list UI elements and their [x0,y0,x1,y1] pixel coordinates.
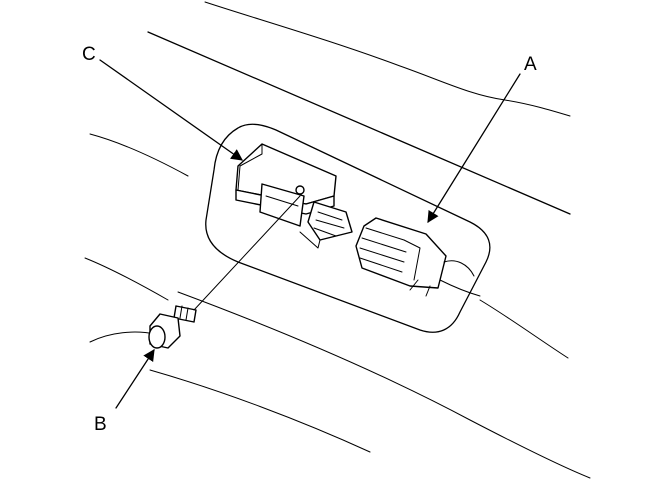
callout-label-c: C [82,44,96,65]
flange-bolt [148,305,197,349]
body-panel-lines [84,1,591,479]
callout-leader-c [99,59,243,161]
mounting-recess-outline [205,123,491,333]
bolt-hole [295,185,305,195]
callout-label-b: B [94,414,107,435]
callout-leader-a [427,73,521,223]
callout-leader-b [115,349,155,409]
harness-connector [355,217,481,297]
bolt-axis-line [193,195,301,311]
sensor-unit [235,143,353,249]
callout-label-a: A [524,54,537,75]
